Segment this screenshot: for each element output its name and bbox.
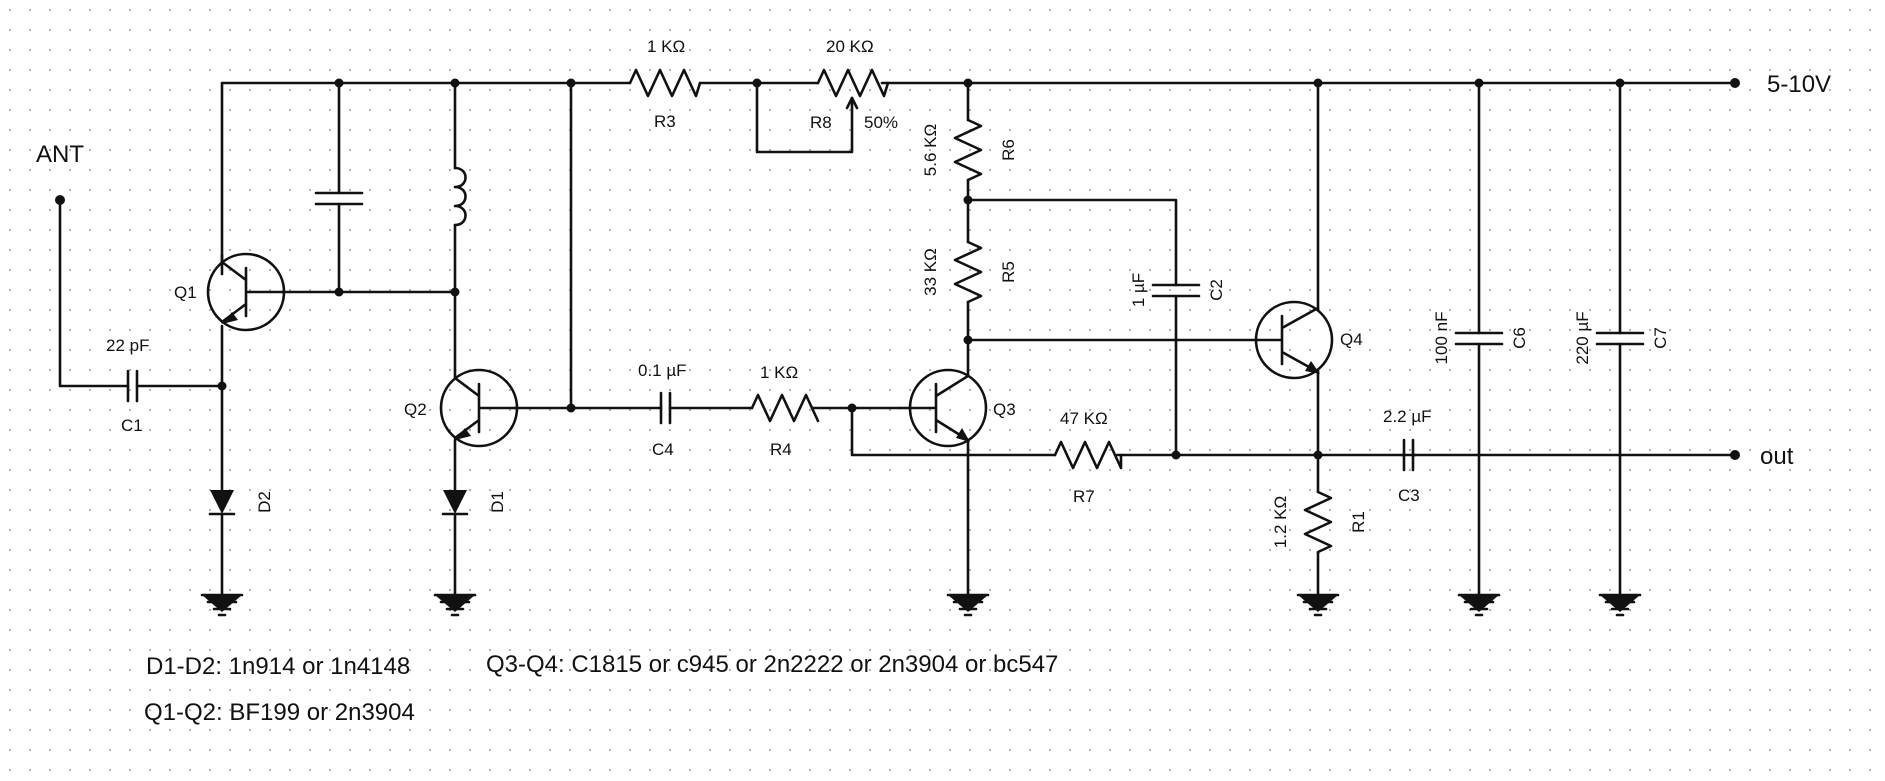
diode-d1 [441,490,469,516]
c3-ref: C3 [1398,486,1420,505]
c7-ref: C7 [1651,327,1670,349]
resistor-r6 [953,118,983,182]
q3-ref: Q3 [993,400,1016,419]
capacitor-c3 [1402,438,1415,472]
c6-ref: C6 [1510,327,1529,349]
r3-value: 1 KΩ [647,37,685,56]
resistor-r7 [1053,440,1123,470]
q4-ref: Q4 [1340,330,1363,349]
ground-icon [946,593,990,617]
net-labels: ANT 5-10V out [36,71,1831,470]
c4-value: 0.1 µF [638,361,687,380]
ground-icon [200,593,244,617]
part-notes: D1-D2: 1n914 or 1n4148 Q1-Q2: BF199 or 2… [144,651,1058,726]
diode-d2 [208,490,236,516]
q2-ref: Q2 [404,400,427,419]
ant-terminal [55,195,65,205]
c7-value: 220 µF [1573,311,1592,364]
transistor-q3 [898,368,988,448]
q1-ref: Q1 [174,283,197,302]
resistor-r3 [628,68,702,98]
r8-wiper: 50% [864,113,898,132]
r3-ref: R3 [654,112,676,131]
d2-ref: D2 [255,491,274,513]
capacitor-c4 [659,391,672,425]
r5-value: 33 KΩ [921,248,940,296]
r4-value: 1 KΩ [760,363,798,382]
capacitor-top-left [314,191,364,206]
note-q1-q2: Q1-Q2: BF199 or 2n3904 [144,699,415,726]
c2-value: 1 µF [1129,273,1148,307]
ant-label: ANT [36,141,84,168]
junction-dots [55,78,1740,460]
note-diodes: D1-D2: 1n914 or 1n4148 [146,653,410,680]
c1-ref: C1 [121,416,143,435]
capacitor-c1 [126,369,139,403]
note-q3-q4: Q3-Q4: C1815 or c945 or 2n2222 or 2n3904… [486,651,1058,678]
inductor [453,166,467,227]
transistor-q4 [1254,300,1334,380]
c2-ref: C2 [1207,279,1226,301]
capacitor-c2 [1151,283,1201,298]
r7-ref: R7 [1073,487,1095,506]
r6-value: 5.6 KΩ [921,124,940,176]
capacitor-c7 [1595,331,1645,346]
transistor-q2 [439,368,519,448]
resistor-r1 [1303,490,1333,555]
d1-ref: D1 [488,491,507,513]
ground-icon [1598,593,1642,617]
vcc-label: 5-10V [1767,71,1831,98]
resistor-r5 [953,240,983,304]
transistor-q1 [206,252,286,332]
ground-icon [1457,593,1501,617]
c4-ref: C4 [652,440,674,459]
r7-value: 47 KΩ [1060,409,1108,428]
r4-ref: R4 [770,440,792,459]
ground-icon [433,593,477,617]
r1-ref: R1 [1349,511,1368,533]
potentiometer-r8 [816,68,890,110]
c3-value: 2.2 µF [1383,407,1432,426]
out-label: out [1760,443,1794,470]
component-labels: Q1 Q2 Q3 Q4 1 KΩ R3 20 KΩ R8 50% 5.6 KΩ … [106,37,1670,548]
r8-value: 20 KΩ [826,37,874,56]
resistor-r4 [750,393,820,423]
wires [58,81,1737,597]
r8-ref: R8 [810,113,832,132]
ground-icon [1296,593,1340,617]
ground-symbols [200,593,1642,617]
c1-value: 22 pF [106,336,149,355]
r1-value: 1.2 KΩ [1271,496,1290,548]
r6-ref: R6 [999,139,1018,161]
c6-value: 100 nF [1432,312,1451,365]
vcc-terminal [1730,78,1740,88]
r5-ref: R5 [999,261,1018,283]
out-terminal [1730,450,1740,460]
capacitor-c6 [1454,331,1504,346]
